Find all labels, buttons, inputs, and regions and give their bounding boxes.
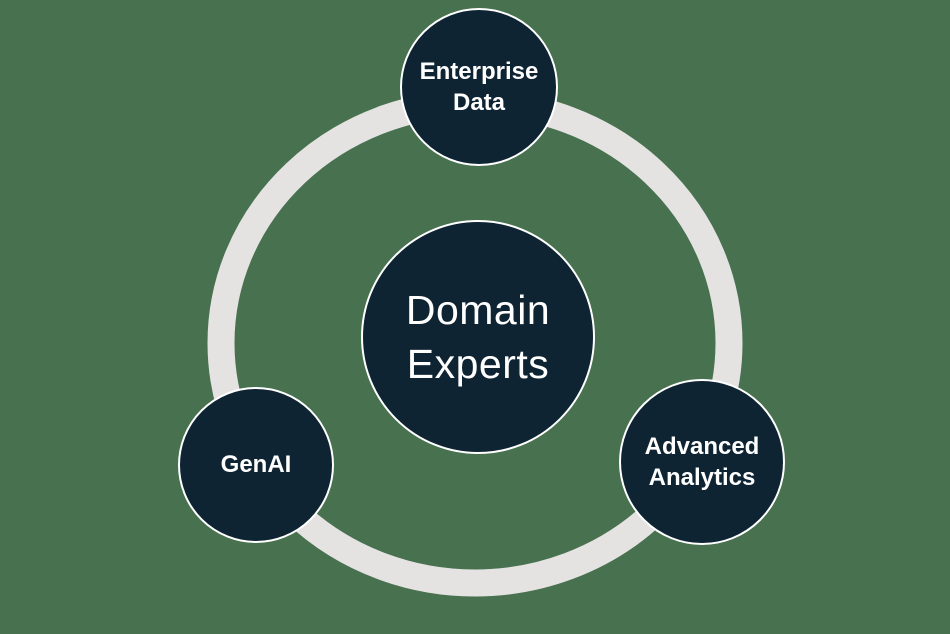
center-node-domain-experts: Domain Experts [361, 220, 595, 454]
enterprise-data-label-line1: Enterprise [419, 57, 539, 85]
satellite-node-enterprise-data: Enterprise Data [400, 8, 558, 166]
satellite-node-genai: GenAI [178, 387, 334, 543]
genai-label: GenAI [220, 451, 292, 479]
center-node-label-line2: Experts [406, 341, 550, 387]
advanced-analytics-label-line1: Advanced [644, 432, 760, 460]
satellite-node-advanced-analytics: Advanced Analytics [619, 379, 785, 545]
advanced-analytics-label-line2: Analytics [648, 464, 756, 491]
center-node-label-line1: Domain [405, 286, 551, 333]
enterprise-data-label-line2: Data [452, 89, 506, 116]
